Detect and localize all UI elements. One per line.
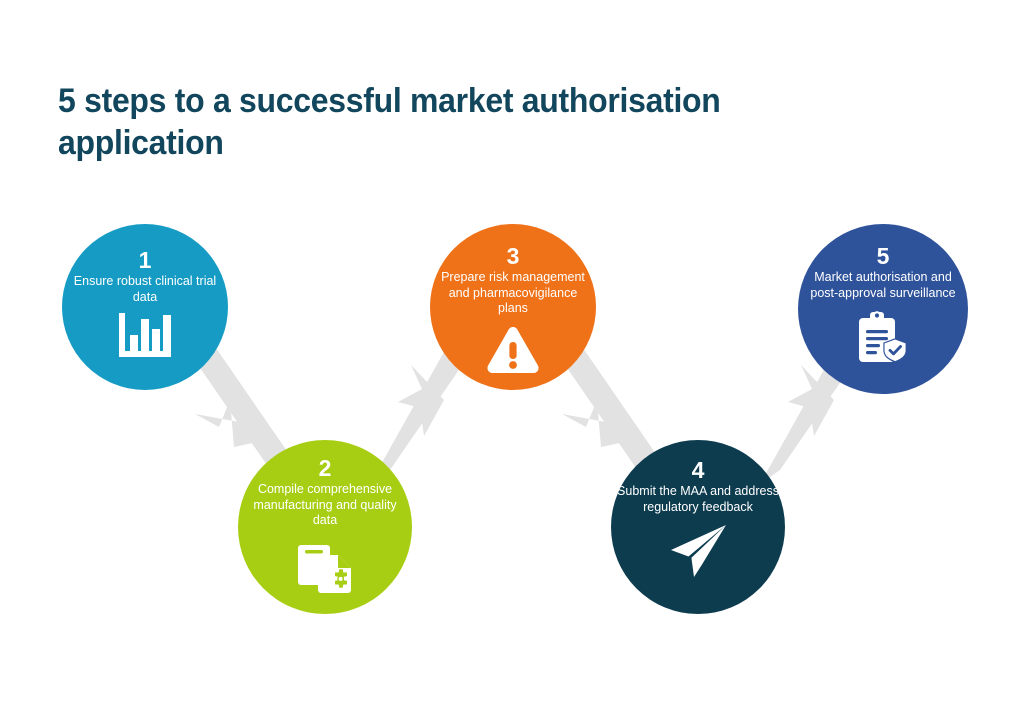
step-circle-4[interactable]: 4 Submit the MAA and address regulatory … — [611, 440, 785, 614]
paper-plane-icon — [667, 523, 729, 579]
step-3-label: Prepare risk management and pharmacovigi… — [441, 270, 585, 315]
step-4-number: 4 — [691, 457, 705, 483]
document-gear-icon — [297, 537, 353, 593]
step-circle-3[interactable]: 3 Prepare risk management and pharmacovi… — [430, 224, 596, 390]
bar-chart-icon — [119, 313, 171, 359]
step-circle-1[interactable]: 1 Ensure robust clinical trial data — [62, 224, 228, 390]
step-circle-5[interactable]: 5 Market authorisation and post-approval… — [798, 224, 968, 394]
connector-arrow-1-to-2 — [195, 348, 300, 484]
clipboard-shield-check-icon — [855, 309, 911, 365]
step-1-label: Ensure robust clinical trial data — [73, 274, 217, 304]
connector-arrow-3-to-4 — [562, 348, 667, 484]
step-5-label: Market authorisation and post-approval s… — [810, 270, 956, 300]
page-title: 5 steps to a successful market authorisa… — [58, 81, 721, 162]
step-3-number: 3 — [506, 243, 520, 269]
step-5-number: 5 — [876, 243, 890, 269]
warning-triangle-icon — [486, 325, 540, 373]
step-2-label: Compile comprehensive manufacturing and … — [253, 482, 397, 527]
step-2-number: 2 — [318, 455, 332, 481]
step-circle-2[interactable]: 2 Compile comprehensive manufacturing an… — [238, 440, 412, 614]
step-4-label: Submit the MAA and address regulatory fe… — [617, 484, 779, 514]
connector-arrow-2-to-3 — [370, 334, 474, 484]
step-1-number: 1 — [138, 247, 152, 273]
